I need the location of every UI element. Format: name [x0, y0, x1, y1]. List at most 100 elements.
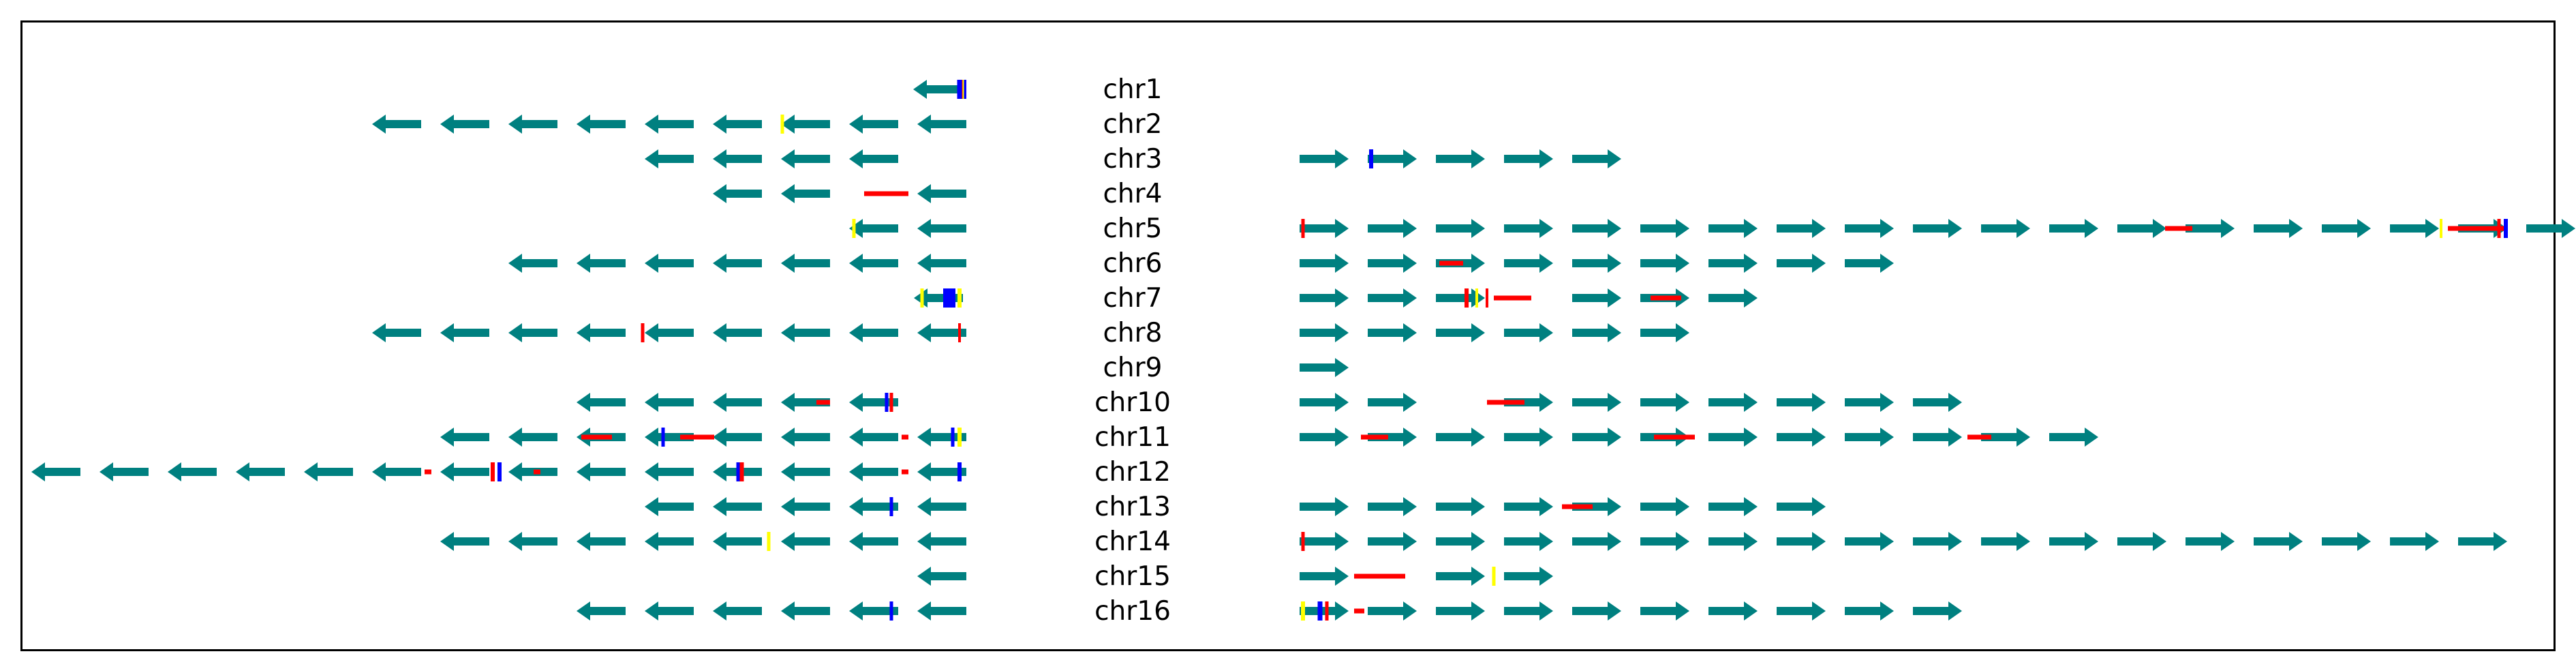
gene-arrow-right [1300, 532, 1349, 551]
gene-arrow-right [1436, 149, 1485, 168]
gene-arrow-left [168, 462, 217, 481]
yellow-mark [852, 219, 856, 238]
gene-arrow-right [2458, 532, 2507, 551]
red-mark [641, 323, 645, 342]
red-segment-mark [1361, 434, 1388, 440]
gene-arrow-right [1572, 497, 1621, 516]
gene-arrow-right [2186, 219, 2235, 238]
gene-arrow-right [1368, 288, 1417, 308]
gene-arrow-right [2049, 219, 2098, 238]
gene-arrow-right [2322, 532, 2371, 551]
red-segment-mark [2165, 226, 2192, 231]
gene-arrow-right [1572, 428, 1621, 447]
gene-arrow-left [508, 428, 557, 447]
red-segment-mark [902, 434, 908, 440]
gene-arrow-left [849, 323, 898, 342]
red-mark [491, 462, 495, 481]
blue-mark [661, 428, 665, 447]
chromosome-label: chr11 [1094, 422, 1171, 453]
red-segment-mark [1967, 434, 1991, 440]
gene-arrow-right [1572, 254, 1621, 273]
gene-arrow-left [577, 393, 626, 412]
gene-arrow-left [713, 254, 762, 273]
chromosome-label: chr4 [1103, 179, 1162, 209]
gene-arrow-right [2254, 532, 2303, 551]
gene-arrow-left [440, 115, 489, 134]
yellow-mark [1475, 288, 1478, 308]
gene-arrow-right [1504, 497, 1553, 516]
gene-arrow-right [1845, 393, 1894, 412]
gene-arrow-left [645, 601, 694, 621]
gene-arrow-right [1777, 219, 1826, 238]
gene-arrow-right [1436, 567, 1485, 586]
blue-mark [889, 497, 893, 516]
gene-arrow-left [917, 184, 966, 203]
gene-arrow-right [1708, 219, 1758, 238]
chromosome-label: chr3 [1103, 144, 1162, 175]
gene-arrow-left [781, 497, 830, 516]
blue-mark [736, 462, 740, 481]
yellow-mark [767, 532, 771, 551]
red-mark [1325, 601, 1329, 621]
gene-arrow-left [372, 462, 421, 481]
gene-arrow-right [1777, 532, 1826, 551]
red-segment-mark [902, 469, 908, 475]
gene-arrow-left [849, 497, 898, 516]
red-segment-mark [1487, 400, 1524, 405]
gene-arrow-left [577, 254, 626, 273]
gene-arrow-right [1368, 149, 1417, 168]
chromosome-label: chr7 [1103, 283, 1162, 314]
gene-arrow-right [1368, 393, 1417, 412]
gene-arrow-left [781, 532, 830, 551]
gene-arrow-right [1777, 428, 1826, 447]
gene-arrow-right [1504, 219, 1553, 238]
gene-arrow-left [781, 393, 830, 412]
gene-arrow-left [849, 219, 898, 238]
gene-arrow-left [781, 115, 830, 134]
gene-arrow-left [849, 428, 898, 447]
yellow-mark [1301, 601, 1305, 621]
gene-arrow-left [849, 601, 898, 621]
gene-arrow-left [508, 254, 557, 273]
gene-arrow-left [508, 115, 557, 134]
gene-arrow-left [577, 462, 626, 481]
gene-arrow-left [440, 323, 489, 342]
blue-mark [951, 428, 955, 447]
gene-arrow-right [1708, 393, 1758, 412]
red-mark [739, 462, 744, 481]
gene-arrow-right [1640, 532, 1689, 551]
chromosome-label: chr10 [1094, 387, 1171, 418]
gene-arrow-left [645, 254, 694, 273]
gene-arrow-right [1504, 149, 1553, 168]
gene-arrow-left [917, 219, 966, 238]
blue-mark [889, 601, 893, 621]
chromosome-label: chr14 [1094, 526, 1171, 557]
gene-arrow-right [1436, 219, 1485, 238]
gene-arrow-left [713, 149, 762, 168]
gene-arrow-left [508, 532, 557, 551]
gene-arrow-right [1368, 497, 1417, 516]
gene-arrow-right [2390, 532, 2439, 551]
gene-arrow-right [1504, 601, 1553, 621]
gene-arrow-right [1504, 323, 1553, 342]
chromosome-label: chr12 [1094, 457, 1171, 488]
chromosome-label: chr15 [1094, 561, 1171, 592]
gene-arrow-right [1368, 323, 1417, 342]
gene-arrow-right [1504, 428, 1553, 447]
gene-arrow-right [1708, 532, 1758, 551]
gene-arrow-right [1845, 254, 1894, 273]
blue-mark [1369, 149, 1373, 168]
gene-arrow-left [645, 428, 694, 447]
gene-arrow-right [1640, 219, 1689, 238]
gene-arrow-left [508, 462, 557, 481]
gene-arrow-right [1708, 497, 1758, 516]
gene-arrow-right [1436, 601, 1485, 621]
gene-arrow-left [372, 115, 421, 134]
red-mark [1486, 288, 1488, 308]
red-segment-mark [1651, 295, 1681, 301]
gene-arrow-right [2049, 532, 2098, 551]
gene-arrow-right [1777, 254, 1826, 273]
gene-arrow-right [1572, 532, 1621, 551]
gene-arrow-left [917, 567, 966, 586]
gene-arrow-left [914, 288, 963, 308]
